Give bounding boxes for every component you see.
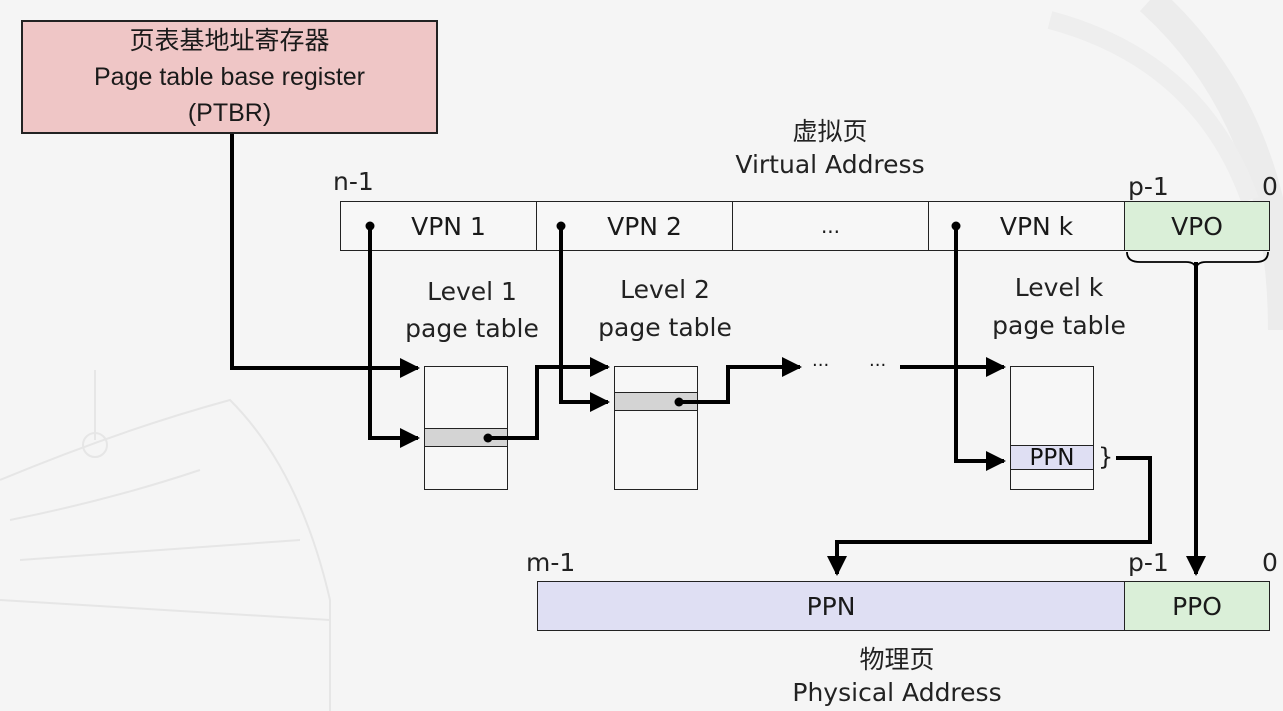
ppo-label: PPO [1172, 591, 1222, 621]
ppn-physical-label: PPN [806, 591, 856, 621]
ptbr-title-en: Page table base register [93, 63, 365, 91]
physical-address-title-cn: 物理页 [859, 645, 935, 674]
level2-label-line2: page table [598, 313, 732, 342]
vpn2-field: VPN 2 [536, 201, 733, 251]
ppo-field: PPO [1124, 581, 1270, 631]
level2-selected-entry [615, 392, 697, 411]
chain-ellipsis-1: ... [812, 350, 830, 371]
pa-high-bit-label: m-1 [526, 548, 576, 577]
level1-label-line1: Level 1 [427, 277, 517, 306]
level2-to-next-arrow [680, 357, 802, 404]
vpnk-field: VPN k [928, 201, 1125, 251]
levelk-ppn-entry: PPN [1011, 444, 1093, 471]
va-low-bit-label: 0 [1262, 172, 1278, 201]
vpn1-dot [365, 221, 375, 231]
levelk-label-line1: Level k [1014, 273, 1104, 302]
va-offset-high-bit-label: p-1 [1128, 172, 1169, 201]
vpn1-to-level1-entry-arrow [368, 226, 420, 448]
level1-page-table [424, 366, 508, 490]
vpnk-label: VPN k [999, 211, 1074, 241]
levelk-label-line2: page table [992, 311, 1126, 340]
ppn-brace: } [1098, 443, 1114, 471]
levelk-page-table: PPN [1010, 366, 1094, 490]
level1-selected-entry [425, 428, 507, 447]
va-high-bit-label: n-1 [333, 167, 374, 196]
vpn2-dot [556, 221, 566, 231]
levelk-ppn-label: PPN [1029, 444, 1075, 471]
physical-address-title-en: Physical Address [792, 678, 1002, 707]
ptbr-title-cn: 页表基地址寄存器 [129, 27, 330, 55]
vpnk-to-levelk-entry-arrow [954, 226, 1006, 471]
vpn1-label: VPN 1 [411, 211, 486, 241]
level1-entry-dot [483, 433, 493, 443]
vpo-label: VPO [1171, 211, 1223, 241]
chain-ellipsis-2: ... [869, 350, 887, 371]
level1-label-line2: page table [405, 314, 539, 343]
level1-to-level2-arrow [490, 357, 610, 440]
virtual-address-title-cn: 虚拟页 [792, 117, 868, 146]
vpn-ellipsis-label: ... [820, 214, 841, 238]
level2-page-table [614, 366, 698, 490]
vpn-ellipsis-field: ... [732, 201, 929, 251]
vpn2-label: VPN 2 [607, 211, 682, 241]
ppn-to-physical-ppn-arrow [827, 456, 1152, 576]
vpo-field: VPO [1124, 201, 1270, 251]
vpo-brace [1126, 251, 1269, 271]
vpnk-dot [951, 221, 961, 231]
ptbr-box: 页表基地址寄存器 Page table base register (PTBR) [21, 20, 438, 134]
ptbr-abbr: (PTBR) [187, 99, 272, 127]
level2-label-line1: Level 2 [620, 275, 710, 304]
level2-entry-dot [674, 397, 684, 407]
pa-offset-high-bit-label: p-1 [1128, 548, 1169, 577]
ppn-physical-field: PPN [537, 581, 1125, 631]
virtual-address-title-en: Virtual Address [735, 150, 925, 179]
vpn2-to-level2-entry-arrow [559, 226, 610, 412]
ptbr-to-level1-arrow [230, 134, 420, 378]
pa-low-bit-label: 0 [1262, 548, 1278, 577]
